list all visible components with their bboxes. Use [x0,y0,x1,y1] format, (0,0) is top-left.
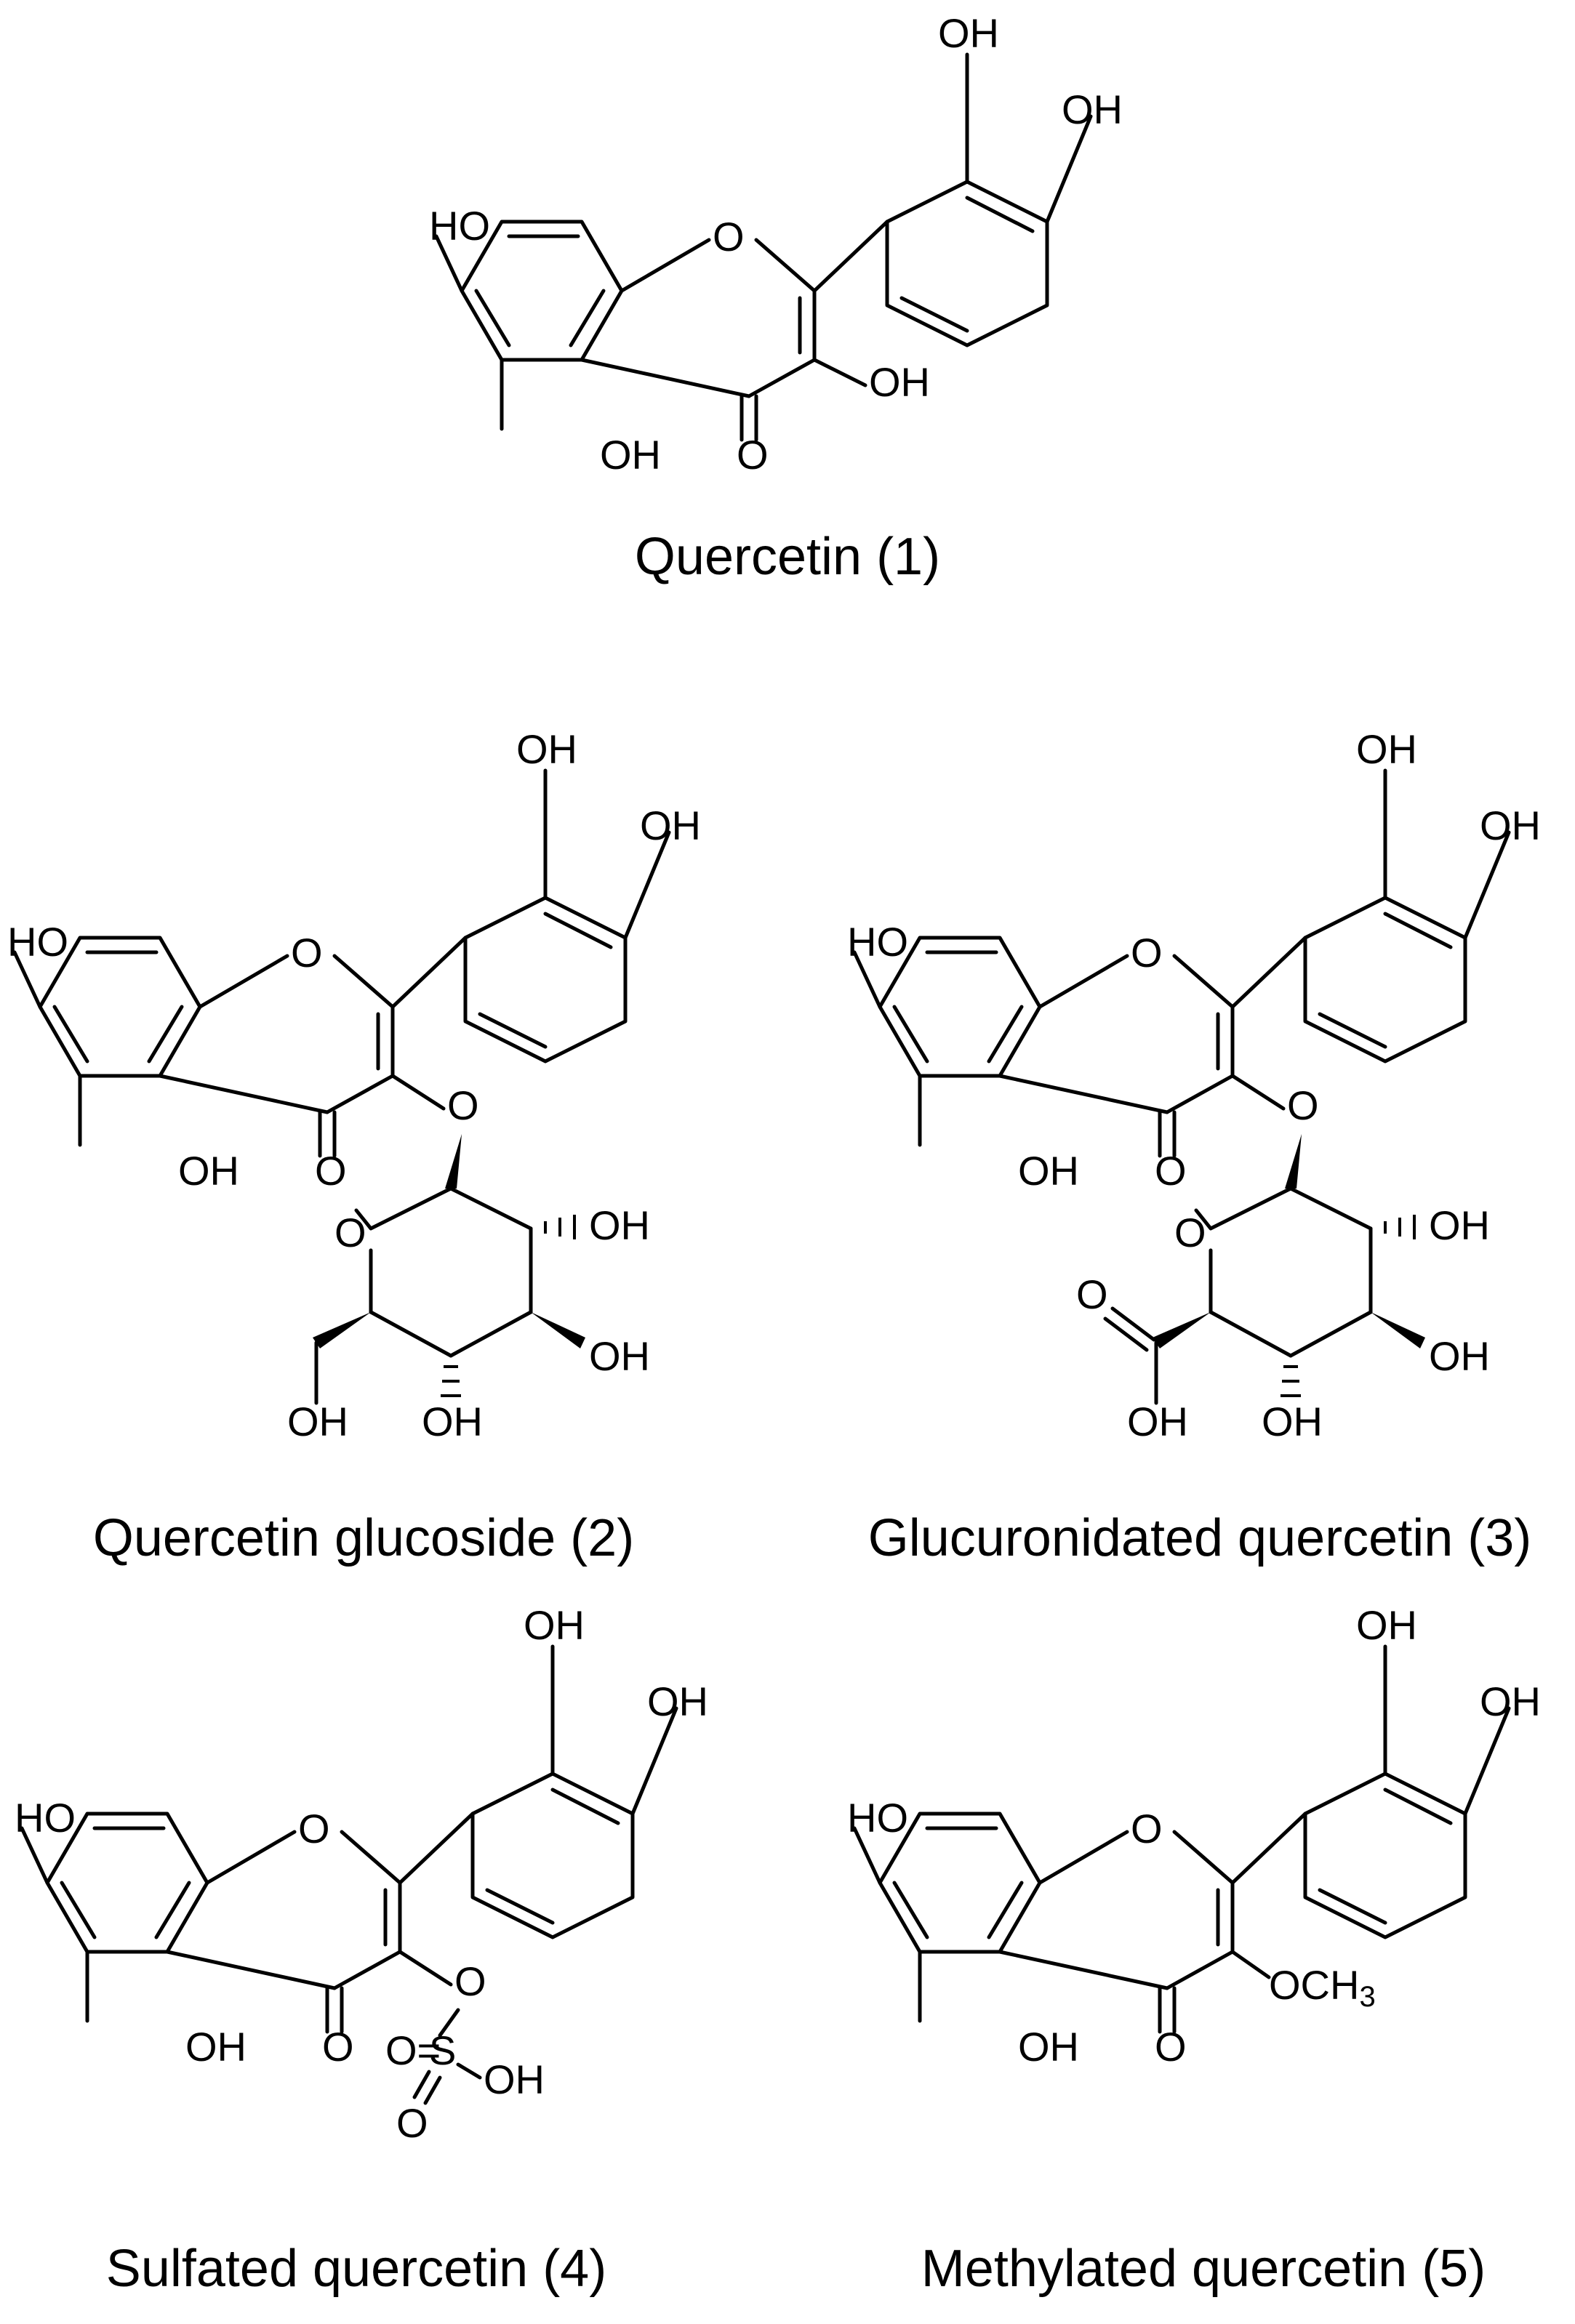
pyranose-oxygen-label: O [1174,1210,1206,1255]
ho-label-7: HO [15,1795,76,1841]
molecule-5-methylated-quercetin: O HO OH OH OH O OCH3 [847,1602,1541,2070]
glycosidic-oxygen-label: O [447,1082,479,1128]
oh-label-4prime: OH [1062,87,1123,132]
carboxyl-oxygen-label: O [1076,1271,1108,1317]
molecule-1-quercetin: O HO OH OH OH OH O [429,10,1123,478]
oh-label-4prime: OH [647,1678,708,1724]
sulfate-oh-label: OH [484,2056,545,2102]
oh-label-4prime: OH [1480,803,1541,848]
ring-oxygen-label: O [298,1806,330,1851]
caption-glucuronidated-quercetin: Glucuronidated quercetin (3) [868,1509,1532,1567]
methoxy-label: OCH3 [1269,1962,1376,2013]
carbonyl-oxygen-label: O [1155,1148,1187,1194]
oh-label-3prime: OH [1356,1602,1417,1648]
oh-label-5: OH [185,2024,247,2070]
carbonyl-oxygen-label: O [737,432,769,478]
molecule-2-quercetin-glucoside: O HO OH OH OH O O O OH OH OH OH [7,726,701,1444]
oh-label-6glc: OH [287,1399,348,1444]
oh-label-5: OH [1018,2024,1079,2070]
sulfur-label: S [429,2027,456,2073]
glycosidic-oxygen-label: O [1287,1082,1319,1128]
ho-label-7: HO [847,919,908,965]
oh-label-3prime: OH [524,1602,585,1648]
ho-label-7: HO [7,919,68,965]
oh-label-4glc: OH [422,1399,483,1444]
oh-label-4prime: OH [1480,1678,1541,1724]
ring-oxygen-label: O [1131,930,1163,976]
oh-label-5: OH [600,432,661,478]
ho-label-7: HO [847,1795,908,1841]
oh-label-3glcA: OH [1429,1333,1490,1379]
sulfate-oxo-label: O= [385,2027,441,2073]
carbonyl-oxygen-label: O [322,2024,354,2070]
caption-methylated-quercetin: Methylated quercetin (5) [921,2240,1486,2298]
oh-label-3prime: OH [938,10,999,56]
sulfate-oxo-label-2: O [396,2100,428,2146]
oh-label-5: OH [1018,1148,1079,1194]
caption-sulfated-quercetin: Sulfated quercetin (4) [106,2240,606,2298]
oh-label-3prime: OH [516,726,577,772]
ring-oxygen-label: O [713,214,745,260]
caption-quercetin-glucoside: Quercetin glucoside (2) [93,1509,634,1567]
ring-oxygen-label: O [291,930,323,976]
ring-oxygen-label: O [1131,1806,1163,1851]
oh-label-5: OH [178,1148,239,1194]
oh-label-2glc: OH [589,1202,650,1248]
carbonyl-oxygen-label: O [1155,2024,1187,2070]
oh-label-4glcA: OH [1262,1399,1323,1444]
sulfate-ester-oxygen-label: O [454,1958,486,2004]
caption-quercetin: Quercetin (1) [635,528,940,586]
molecule-4-sulfated-quercetin: O HO OH OH OH O O O= S OH O [15,1602,708,2146]
oh-label-3glc: OH [589,1333,650,1379]
carboxyl-oh-label: OH [1127,1399,1188,1444]
ho-label-7: HO [429,203,490,249]
oh-label-3prime: OH [1356,726,1417,772]
pyranose-oxygen-label: O [334,1210,366,1255]
oh-label-2glcA: OH [1429,1202,1490,1248]
oh-label-4prime: OH [640,803,701,848]
molecule-3-glucuronidated-quercetin: O HO OH OH OH O O O OH OH OH O OH [847,726,1541,1444]
carbonyl-oxygen-label: O [315,1148,347,1194]
oh-label-3: OH [869,359,930,405]
